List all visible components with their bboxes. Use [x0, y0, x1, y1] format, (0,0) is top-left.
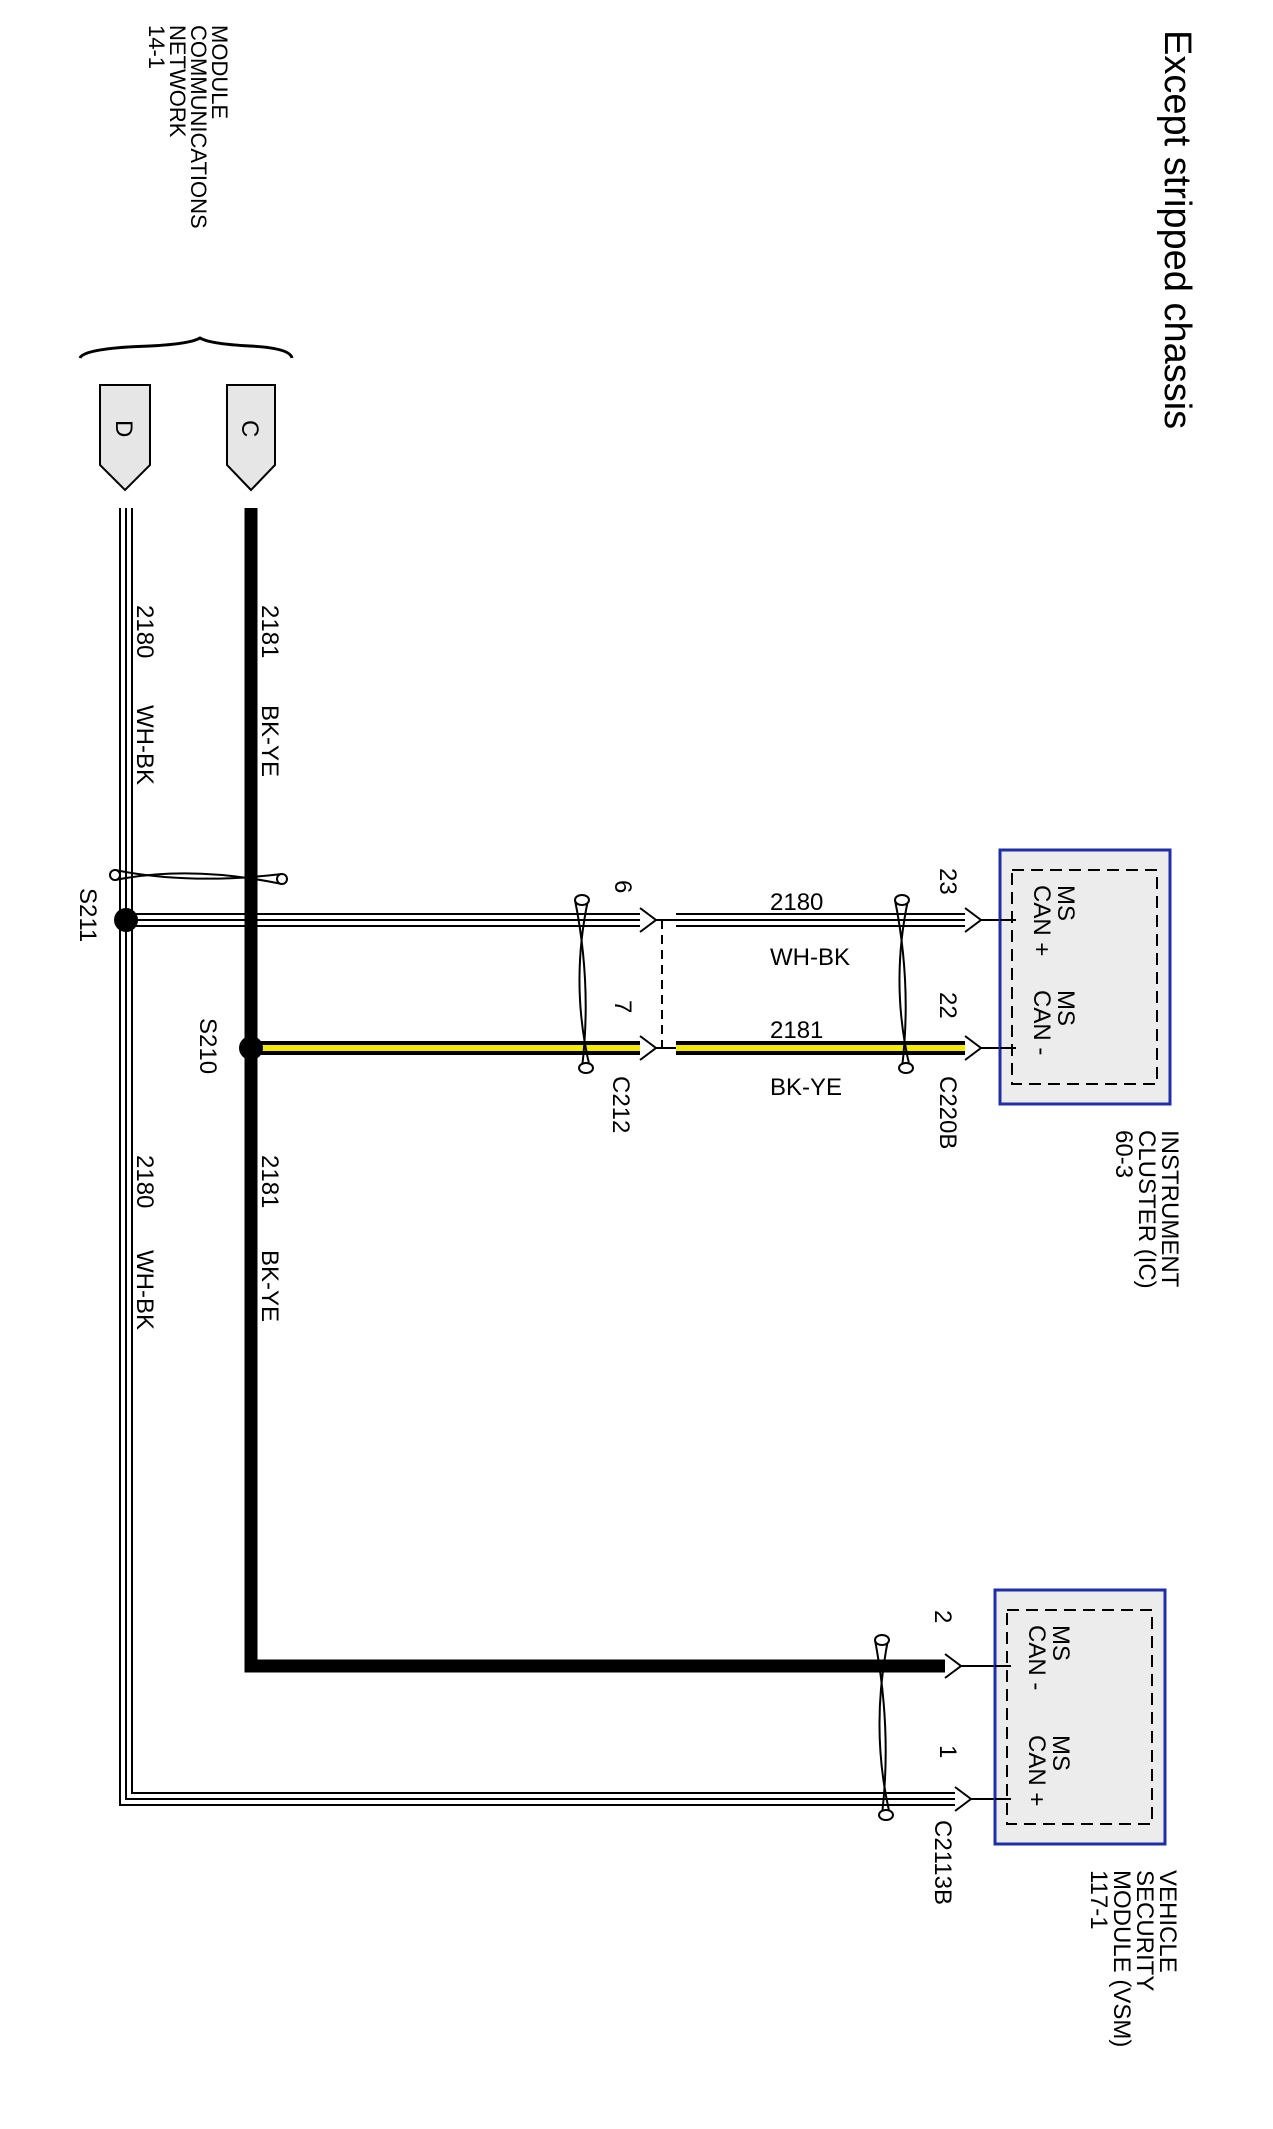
vsm-name-line-3: MODULE (VSM)	[1108, 1870, 1135, 2047]
wire-2180-lower-circuit: 2180	[131, 1155, 158, 1208]
vsm-can-plus-line-2: CAN +	[1023, 1735, 1050, 1806]
c212-label: C212	[607, 1076, 634, 1133]
network-reference-label: MODULE COMMUNICATIONS NETWORK 14-1	[144, 25, 232, 229]
connector-c2113b	[944, 1653, 995, 1812]
twisted-pair-marker-c212	[574, 894, 594, 1074]
splice-s210-label: S210	[194, 1018, 221, 1074]
instrument-cluster-name: INSTRUMENT CLUSTER (IC) 60-3	[1110, 1130, 1183, 1289]
branch-2180-circuit: 2180	[770, 889, 823, 916]
ic-pin-can-plus-label: MS CAN +	[1028, 885, 1079, 956]
splice-s210-dot	[239, 1036, 263, 1060]
ic-can-minus-line-2: CAN -	[1028, 990, 1055, 1055]
network-label-line-1: MODULE	[207, 25, 232, 119]
c220b-label: C220B	[934, 1076, 961, 1149]
branch-2181-circuit: 2181	[770, 1017, 823, 1044]
vsm-name-line-1: VEHICLE	[1154, 1870, 1181, 1973]
wire-2181-lower-color: BK-YE	[256, 1250, 283, 1322]
vsm-can-plus-line-1: MS	[1047, 1735, 1074, 1771]
diagram-title: Except stripped chassis	[1156, 30, 1198, 429]
branch-2180-color: WH-BK	[770, 944, 850, 971]
c220b-pin-plus: 23	[934, 868, 961, 895]
twisted-pair-marker-trunk	[109, 869, 288, 885]
vsm-pin-can-minus-label: MS CAN -	[1023, 1625, 1074, 1690]
twisted-pair-marker-c2113b	[874, 1634, 894, 1821]
network-label-line-4: 14-1	[144, 25, 169, 69]
vsm-can-minus-line-1: MS	[1047, 1625, 1074, 1661]
connector-c-label: C	[236, 420, 263, 437]
vsm-pin-can-plus-label: MS CAN +	[1023, 1735, 1074, 1806]
ic-can-minus-line-1: MS	[1052, 990, 1079, 1026]
c2113b-pin-minus: 2	[929, 1610, 956, 1623]
ic-can-plus-line-1: MS	[1052, 885, 1079, 921]
c2113b-label: C2113B	[929, 1820, 956, 1905]
wire-2180-trunk	[119, 508, 955, 1806]
wire-2181-upper-color: BK-YE	[256, 705, 283, 777]
twisted-pair-marker-c220b	[894, 894, 914, 1074]
vsm-name: VEHICLE SECURITY MODULE (VSM) 117-1	[1085, 1870, 1181, 2047]
wire-2181-upper-circuit: 2181	[256, 605, 283, 658]
connector-c212	[639, 907, 676, 1061]
vsm-name-line-4: 117-1	[1085, 1870, 1112, 1930]
connector-group-brace	[78, 336, 294, 359]
vsm-name-line-2: SECURITY	[1131, 1870, 1158, 1991]
c212-pin-minus: 7	[609, 1000, 636, 1013]
ic-pin-can-minus-label: MS CAN -	[1028, 990, 1079, 1055]
wire-2180-upper-circuit: 2180	[131, 605, 158, 658]
connector-d-label: D	[110, 420, 137, 437]
wire-2181-lower-circuit: 2181	[256, 1155, 283, 1208]
ic-name-line-1: INSTRUMENT	[1156, 1130, 1183, 1288]
instrument-cluster-module	[998, 848, 1172, 1106]
network-label-line-2: COMMUNICATIONS	[186, 25, 211, 229]
network-label-line-3: NETWORK	[165, 25, 190, 138]
c212-pin-plus: 6	[609, 880, 636, 893]
splice-s211-dot	[114, 908, 138, 932]
ic-name-line-3: 60-3	[1110, 1130, 1137, 1178]
vehicle-security-module	[993, 1588, 1167, 1846]
branch-2181-color: BK-YE	[770, 1074, 842, 1101]
ic-name-line-2: CLUSTER (IC)	[1133, 1130, 1160, 1289]
c2113b-pin-plus: 1	[934, 1745, 961, 1758]
wire-2181-trunk	[244, 508, 945, 1673]
c220b-pin-minus: 22	[934, 992, 961, 1019]
connector-c220b	[964, 907, 1000, 1061]
ic-can-plus-line-2: CAN +	[1028, 885, 1055, 956]
connector-d: D	[99, 384, 151, 492]
vsm-can-minus-line-2: CAN -	[1023, 1625, 1050, 1690]
connector-c: C	[226, 384, 276, 492]
splice-s211-label: S211	[74, 888, 101, 942]
wire-2180-branch	[126, 913, 965, 927]
wire-2180-lower-color: WH-BK	[131, 1250, 158, 1330]
wire-2180-upper-color: WH-BK	[131, 705, 158, 785]
